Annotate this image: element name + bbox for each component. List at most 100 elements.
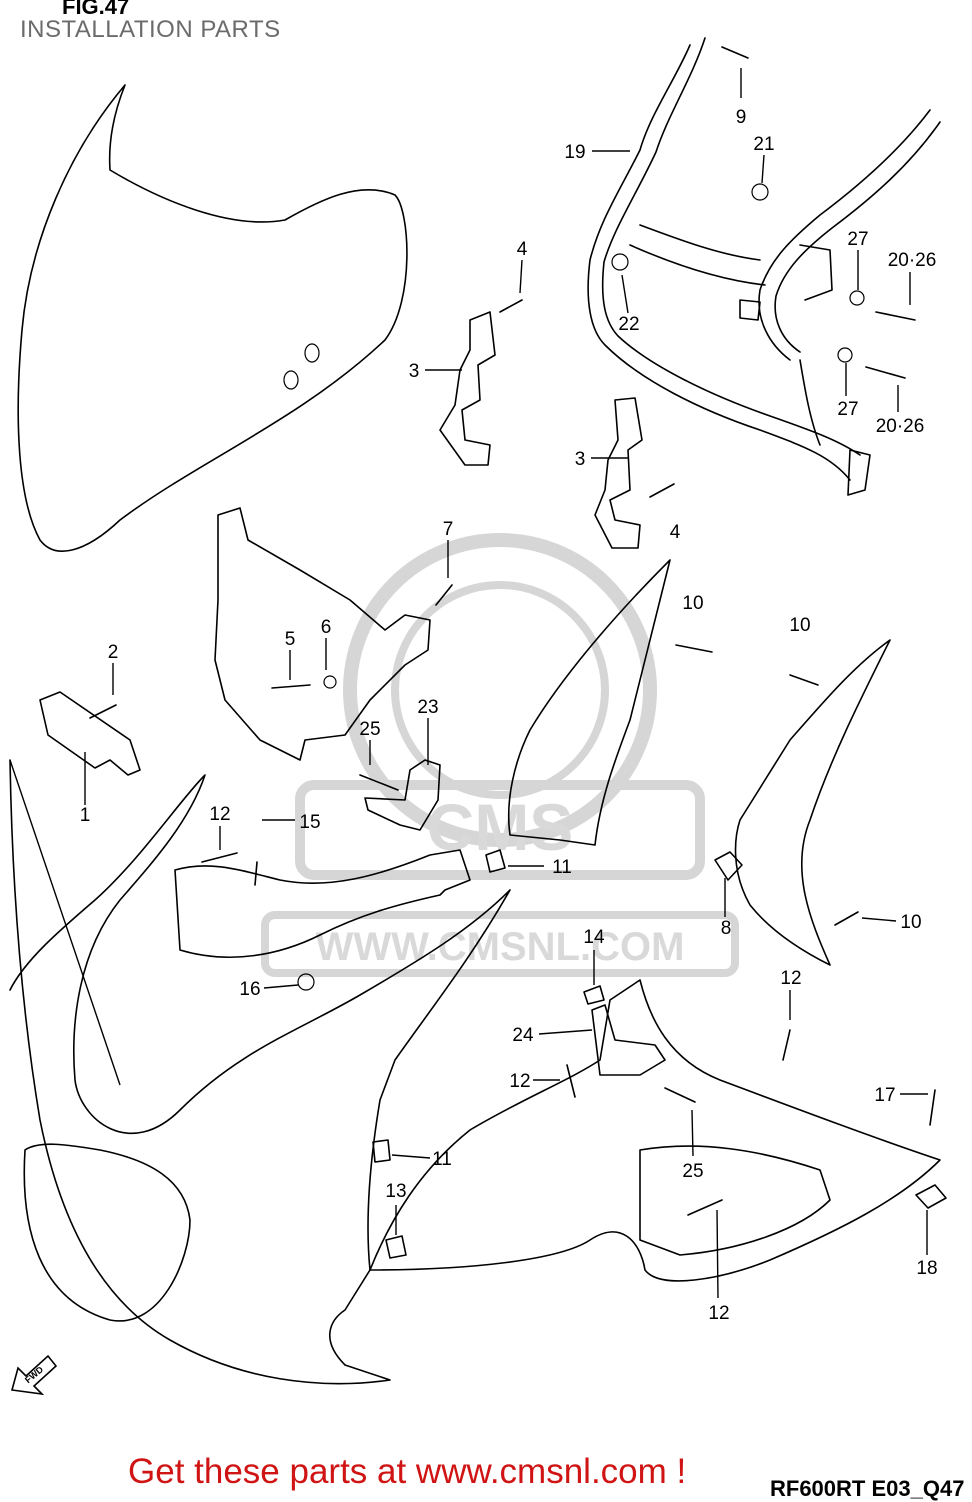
leader-lines — [84, 68, 928, 1299]
bolt-10 — [789, 674, 819, 686]
nut-22 — [611, 253, 629, 271]
bolt-12 — [687, 1199, 723, 1216]
under-cowling — [369, 979, 941, 1282]
callout-10-a: 10 — [682, 593, 703, 614]
callout-12-b: 12 — [780, 968, 801, 989]
under-cowling-inner — [639, 1145, 831, 1256]
screw-15 — [254, 861, 258, 886]
callout-27-lower: 27 — [837, 399, 858, 420]
bolt-4 — [499, 299, 523, 313]
cowling-bracket-frame — [587, 37, 941, 496]
figure-title: INSTALLATION PARTS — [20, 16, 281, 43]
windscreen-hole — [304, 343, 320, 363]
mounting-clip — [39, 691, 141, 776]
grommet-16 — [297, 973, 315, 991]
callout-6: 6 — [321, 617, 332, 638]
callout-12-a: 12 — [209, 804, 230, 825]
windscreen — [17, 84, 408, 552]
diagram-code: RF600RT E03_Q47 — [770, 1476, 965, 1501]
callout-11-upper: 11 — [552, 857, 572, 878]
bolt-20 — [865, 366, 906, 379]
callout-24: 24 — [512, 1025, 534, 1046]
nut-8 — [714, 851, 743, 881]
callout-12-d: 12 — [708, 1303, 729, 1324]
callout-8: 8 — [721, 918, 732, 939]
callout-3-right: 3 — [575, 449, 586, 470]
cowling-edge-line — [9, 759, 121, 1086]
bracket-24 — [591, 1004, 666, 1076]
callout-1: 1 — [80, 805, 91, 826]
headlight-opening — [23, 1143, 191, 1322]
callout-3-left: 3 — [409, 361, 420, 382]
callout-12-c: 12 — [509, 1071, 530, 1092]
washer-27 — [837, 347, 853, 363]
order-parts-link[interactable]: Get these parts at www.cmsnl.com ! — [128, 1452, 687, 1491]
side-cover-right — [734, 639, 891, 966]
bolt-25 — [664, 1087, 696, 1103]
callout-10-b: 10 — [789, 615, 810, 636]
bracket-23 — [364, 759, 441, 831]
bolt-25 — [359, 774, 399, 791]
figure-number: FIG.47 — [62, 0, 130, 19]
windscreen-hole — [283, 370, 299, 390]
forward-direction-arrow: FWD — [10, 1354, 58, 1396]
callout-labels: 9 19 21 4 22 27 20·26 3 27 20·26 3 4 7 1… — [80, 107, 938, 1324]
callout-7: 7 — [443, 519, 454, 540]
bolt-5 — [271, 684, 311, 689]
bolt-4 — [649, 483, 675, 498]
callout-27-upper: 27 — [847, 229, 868, 250]
callout-9: 9 — [736, 107, 747, 128]
callout-11-lower: 11 — [432, 1149, 452, 1170]
callout-5: 5 — [285, 629, 296, 650]
inner-cover-right — [507, 559, 671, 846]
callout-20-26-lower: 20·26 — [876, 416, 925, 437]
callout-17: 17 — [874, 1085, 895, 1106]
callout-16: 16 — [239, 979, 260, 1000]
cms-watermark: CMS WWW.CMSNL.COM — [261, 533, 739, 977]
bolts — [89, 46, 936, 1216]
inner-cover-upper — [214, 507, 431, 761]
stay-left — [439, 311, 496, 466]
washer-27 — [849, 290, 865, 306]
callout-21: 21 — [753, 134, 774, 155]
bolt-10 — [834, 911, 859, 926]
watermark-ring — [343, 533, 657, 847]
nut-11 — [485, 849, 506, 873]
washer-6 — [323, 675, 337, 689]
watermark-badge — [295, 780, 705, 880]
bolt-9 — [721, 46, 749, 59]
bolt-7 — [435, 584, 453, 606]
nut-13 — [385, 1235, 407, 1259]
bolt-12 — [566, 1064, 576, 1098]
side-bracket — [174, 849, 471, 958]
callout-23: 23 — [417, 697, 438, 718]
callout-18: 18 — [916, 1258, 937, 1279]
nut-14 — [583, 985, 605, 1005]
callout-4-upper: 4 — [517, 239, 528, 260]
upper-cowling — [9, 759, 511, 1385]
nut-21 — [751, 183, 769, 201]
callout-25-upper: 25 — [359, 719, 380, 740]
bolt-2 — [89, 704, 117, 719]
callout-22: 22 — [618, 314, 639, 335]
watermark-inner-ring — [391, 581, 609, 799]
bolt-12 — [782, 1029, 791, 1061]
callout-15: 15 — [299, 812, 320, 833]
clip-18 — [915, 1184, 947, 1209]
watermark-url-frame — [261, 911, 739, 977]
callout-2: 2 — [108, 642, 119, 663]
bolt-10 — [675, 644, 713, 653]
callout-14: 14 — [583, 927, 605, 948]
bolt-17 — [929, 1089, 936, 1126]
callout-10-c: 10 — [900, 912, 921, 933]
callout-19: 19 — [564, 142, 585, 163]
bolt-20 — [875, 311, 916, 321]
bolt-12 — [201, 852, 238, 863]
callout-20-26-upper: 20·26 — [888, 250, 937, 271]
callout-13: 13 — [385, 1181, 406, 1202]
nut-11-lower — [372, 1139, 391, 1163]
callout-4-lower: 4 — [670, 522, 681, 543]
callout-25-lower: 25 — [682, 1161, 703, 1182]
